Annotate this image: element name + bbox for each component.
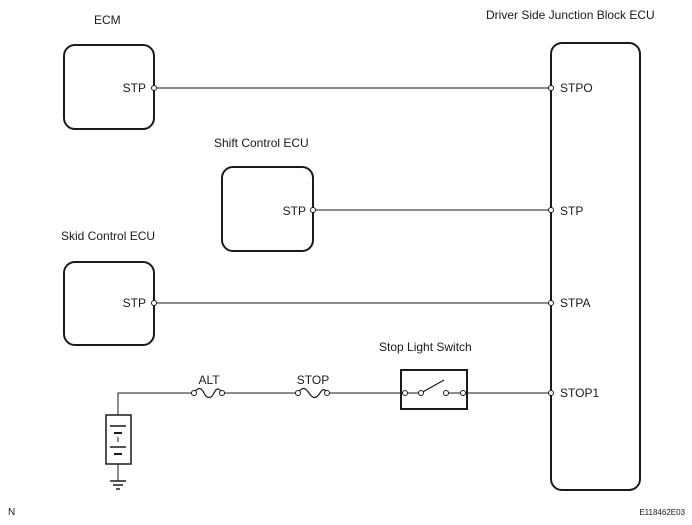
shift-control-ecu-title: Shift Control ECU — [214, 136, 309, 150]
junction-pin-stpo-label: STPO — [560, 81, 593, 95]
skid-control-ecu-title: Skid Control ECU — [61, 229, 155, 243]
stop-light-switch-title: Stop Light Switch — [379, 340, 472, 354]
fuse-alt-label: ALT — [198, 373, 220, 387]
ecm-stp-terminal-icon — [151, 85, 157, 91]
battery-icon — [105, 414, 132, 465]
shift-stp-terminal-icon — [310, 207, 316, 213]
junction-stop1-terminal-icon — [548, 390, 554, 396]
junction-stpa-terminal-icon — [548, 300, 554, 306]
junction-stpo-terminal-icon — [548, 85, 554, 91]
junction-stp-terminal-icon — [548, 207, 554, 213]
junction-block-title: Driver Side Junction Block ECU — [486, 8, 655, 22]
wire-power-left — [117, 392, 194, 415]
fuse-stop-label: STOP — [297, 373, 329, 387]
junction-pin-stop1-label: STOP1 — [560, 386, 599, 400]
shift-control-ecu-pin-label: STP — [283, 204, 306, 218]
junction-pin-stpa-label: STPA — [560, 296, 590, 310]
skid-control-ecu-pin-label: STP — [123, 296, 146, 310]
footer-left-mark: N — [8, 507, 15, 518]
junction-block-ecu — [550, 42, 641, 491]
fuse-stop-icon — [295, 387, 330, 399]
ecm-pin-label: STP — [123, 81, 146, 95]
stop-light-switch-icon — [400, 369, 468, 410]
ground-icon — [110, 464, 126, 490]
skid-stp-terminal-icon — [151, 300, 157, 306]
ecm-title: ECM — [94, 13, 121, 27]
figure-reference-code: E118462E03 — [639, 508, 685, 517]
fuse-alt-icon — [191, 387, 225, 399]
junction-pin-stp-label: STP — [560, 204, 583, 218]
